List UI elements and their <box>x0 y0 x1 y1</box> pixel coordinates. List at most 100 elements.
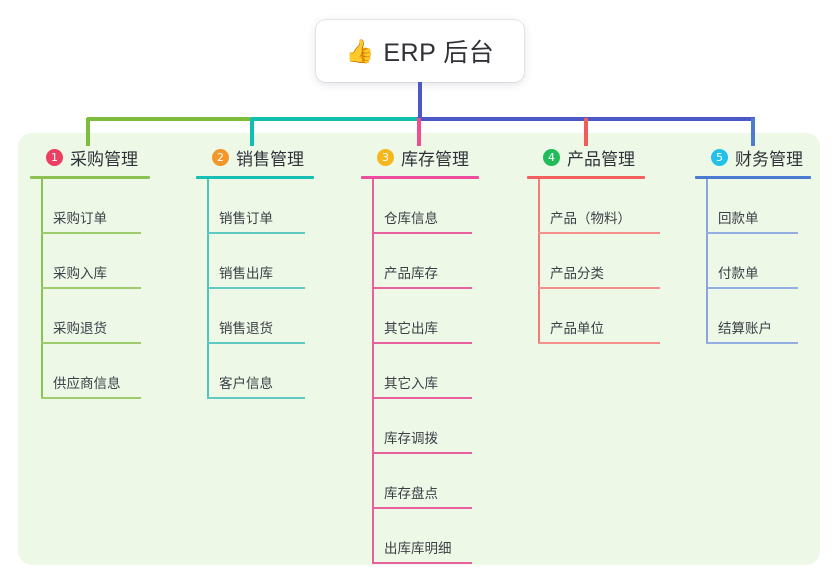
branch-underline <box>30 176 150 179</box>
leaf-label: 产品（物料） <box>550 211 631 226</box>
leaf-label: 采购退货 <box>53 321 107 336</box>
leaf-item[interactable]: 其它出库 <box>361 289 485 344</box>
leaf-underline <box>41 287 141 289</box>
leaf-item[interactable]: 结算账户 <box>695 289 811 344</box>
branch-column-2: 2 销售管理销售订单销售出库销售退货客户信息 <box>196 144 318 399</box>
branch-underline <box>361 176 479 179</box>
leaf-underline <box>372 342 472 344</box>
leaf-label: 产品单位 <box>550 321 604 336</box>
thumbs-up-icon: 👍 <box>345 37 375 64</box>
leaf-list: 产品（物料） 产品分类产品单位 <box>527 179 673 344</box>
leaf-label: 其它出库 <box>384 321 438 336</box>
leaf-list: 销售订单销售出库销售退货客户信息 <box>196 179 318 399</box>
leaf-label: 客户信息 <box>219 376 273 391</box>
branch-title: 库存管理 <box>401 149 469 169</box>
leaf-label: 采购入库 <box>53 266 107 281</box>
leaf-item[interactable]: 产品（物料） <box>527 179 673 234</box>
leaf-item[interactable]: 其它入库 <box>361 344 485 399</box>
leaf-label: 结算账户 <box>718 321 772 336</box>
branch-column-4: 4 产品管理产品（物料） 产品分类产品单位 <box>527 144 673 344</box>
leaf-spine <box>41 179 43 399</box>
leaf-underline <box>538 287 660 289</box>
leaf-underline <box>41 397 141 399</box>
leaf-label: 产品分类 <box>550 266 604 281</box>
leaf-item[interactable]: 销售退货 <box>196 289 318 344</box>
leaf-list: 仓库信息产品库存其它出库其它入库库存调拨库存盘点出库库明细 <box>361 179 485 564</box>
leaf-underline <box>372 397 472 399</box>
leaf-item[interactable]: 供应商信息 <box>30 344 154 399</box>
leaf-item[interactable]: 出库库明细 <box>361 509 485 564</box>
leaf-underline <box>372 507 472 509</box>
leaf-label: 销售出库 <box>219 266 273 281</box>
leaf-item[interactable]: 产品库存 <box>361 234 485 289</box>
leaf-underline <box>41 232 141 234</box>
leaf-spine <box>706 179 708 344</box>
leaf-label: 销售退货 <box>219 321 273 336</box>
leaf-label: 产品库存 <box>384 266 438 281</box>
root-node[interactable]: 👍 ERP 后台 <box>316 20 524 82</box>
leaf-item[interactable]: 产品单位 <box>527 289 673 344</box>
leaf-underline <box>207 287 305 289</box>
branch-column-3: 3 库存管理仓库信息产品库存其它出库其它入库库存调拨库存盘点出库库明细 <box>361 144 485 564</box>
leaf-label: 采购订单 <box>53 211 107 226</box>
leaf-underline <box>372 562 472 564</box>
leaf-list: 回款单付款单结算账户 <box>695 179 811 344</box>
leaf-spine <box>207 179 209 399</box>
branch-number-badge: 1 <box>46 148 63 166</box>
leaf-label: 库存调拨 <box>384 431 438 446</box>
leaf-item[interactable]: 客户信息 <box>196 344 318 399</box>
leaf-item[interactable]: 库存调拨 <box>361 399 485 454</box>
leaf-item[interactable]: 库存盘点 <box>361 454 485 509</box>
leaf-label: 回款单 <box>718 211 759 226</box>
leaf-underline <box>372 232 472 234</box>
leaf-underline <box>706 287 798 289</box>
branch-column-5: 5 财务管理回款单付款单结算账户 <box>695 144 811 344</box>
branch-title: 财务管理 <box>735 149 803 169</box>
leaf-list: 采购订单采购入库采购退货供应商信息 <box>30 179 154 399</box>
branch-title: 产品管理 <box>567 149 635 169</box>
diagram-background-panel <box>18 133 820 565</box>
leaf-item[interactable]: 销售订单 <box>196 179 318 234</box>
leaf-item[interactable]: 采购入库 <box>30 234 154 289</box>
branch-number-badge: 2 <box>212 148 229 166</box>
leaf-label: 出库库明细 <box>384 541 452 556</box>
branch-header-4[interactable]: 4 产品管理 <box>527 144 645 170</box>
branch-number-badge: 5 <box>711 148 728 166</box>
leaf-underline <box>706 232 798 234</box>
leaf-label: 库存盘点 <box>384 486 438 501</box>
leaf-item[interactable]: 销售出库 <box>196 234 318 289</box>
leaf-spine <box>372 179 374 564</box>
branch-underline <box>196 176 314 179</box>
leaf-item[interactable]: 产品分类 <box>527 234 673 289</box>
leaf-spine <box>538 179 540 344</box>
branch-header-3[interactable]: 3 库存管理 <box>361 144 479 170</box>
leaf-label: 其它入库 <box>384 376 438 391</box>
leaf-item[interactable]: 回款单 <box>695 179 811 234</box>
leaf-underline <box>706 342 798 344</box>
leaf-underline <box>41 342 141 344</box>
leaf-label: 付款单 <box>718 266 759 281</box>
branch-underline <box>695 176 811 179</box>
leaf-item[interactable]: 付款单 <box>695 234 811 289</box>
leaf-underline <box>538 342 660 344</box>
branch-number-badge: 3 <box>377 148 394 166</box>
leaf-underline <box>372 287 472 289</box>
leaf-underline <box>372 452 472 454</box>
root-node-title: ERP 后台 <box>383 39 495 67</box>
branch-header-5[interactable]: 5 财务管理 <box>695 144 811 170</box>
leaf-item[interactable]: 采购订单 <box>30 179 154 234</box>
leaf-label: 销售订单 <box>219 211 273 226</box>
branch-number-badge: 4 <box>543 148 560 166</box>
leaf-underline <box>207 397 305 399</box>
leaf-underline <box>207 342 305 344</box>
branch-title: 销售管理 <box>236 149 304 169</box>
branch-header-2[interactable]: 2 销售管理 <box>196 144 314 170</box>
leaf-label: 供应商信息 <box>53 376 121 391</box>
leaf-underline <box>538 232 660 234</box>
leaf-item[interactable]: 仓库信息 <box>361 179 485 234</box>
leaf-label: 仓库信息 <box>384 211 438 226</box>
leaf-item[interactable]: 采购退货 <box>30 289 154 344</box>
